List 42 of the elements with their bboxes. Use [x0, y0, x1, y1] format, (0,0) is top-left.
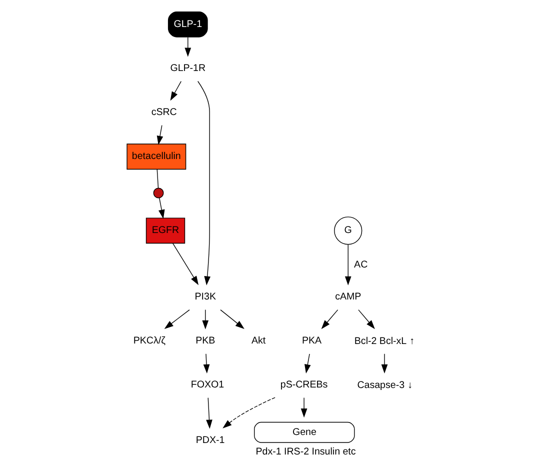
node-text: Akt: [251, 335, 266, 346]
arrow: [300, 396, 308, 418]
node-text: cSRC: [151, 106, 177, 118]
edge-label: AC: [354, 258, 368, 270]
node-box: GLP-1: [168, 10, 208, 37]
arrow: [304, 353, 311, 373]
node-circle: [153, 187, 164, 198]
arrow: [158, 197, 165, 218]
arrow: [172, 242, 199, 285]
node-text: pS-CREBs: [280, 379, 328, 390]
arrow: [184, 36, 192, 56]
connector: [156, 168, 159, 188]
node-text: GLP-1R: [170, 62, 206, 74]
node-text: PI3K: [194, 291, 216, 302]
arrow: [164, 308, 190, 328]
node-text: PKCλ/ζ: [133, 335, 166, 346]
node-box: betacellulin: [126, 143, 186, 170]
node-text: PDX-1: [196, 434, 225, 446]
node-text: FOXO1: [190, 379, 224, 390]
arrow: [198, 80, 211, 285]
node-label: ↑: [410, 336, 415, 346]
arrow: [381, 353, 388, 373]
node-label: ↓: [408, 380, 412, 391]
arrow: [358, 308, 375, 329]
node-text: cAMP: [335, 291, 362, 302]
arrow: [206, 396, 212, 428]
arrow: [220, 308, 244, 329]
node-text: Casapse-3: [357, 380, 405, 391]
node-text: PKA: [302, 335, 322, 346]
arrow: [156, 124, 164, 144]
arrow: [222, 396, 276, 428]
node-circle: G: [334, 216, 362, 244]
node-box: Gene: [254, 421, 355, 442]
arrow: [344, 244, 352, 285]
arrow: [202, 308, 209, 329]
node-label: Pdx-1 IRS-2 Insulin etc: [256, 446, 356, 458]
node-text: Bcl-2 Bcl-xL: [354, 336, 407, 346]
node-text: PKB: [196, 335, 216, 346]
arrow: [203, 353, 210, 373]
arrow: [321, 308, 338, 329]
arrow: [170, 80, 182, 100]
node-box: EGFR: [146, 217, 186, 244]
